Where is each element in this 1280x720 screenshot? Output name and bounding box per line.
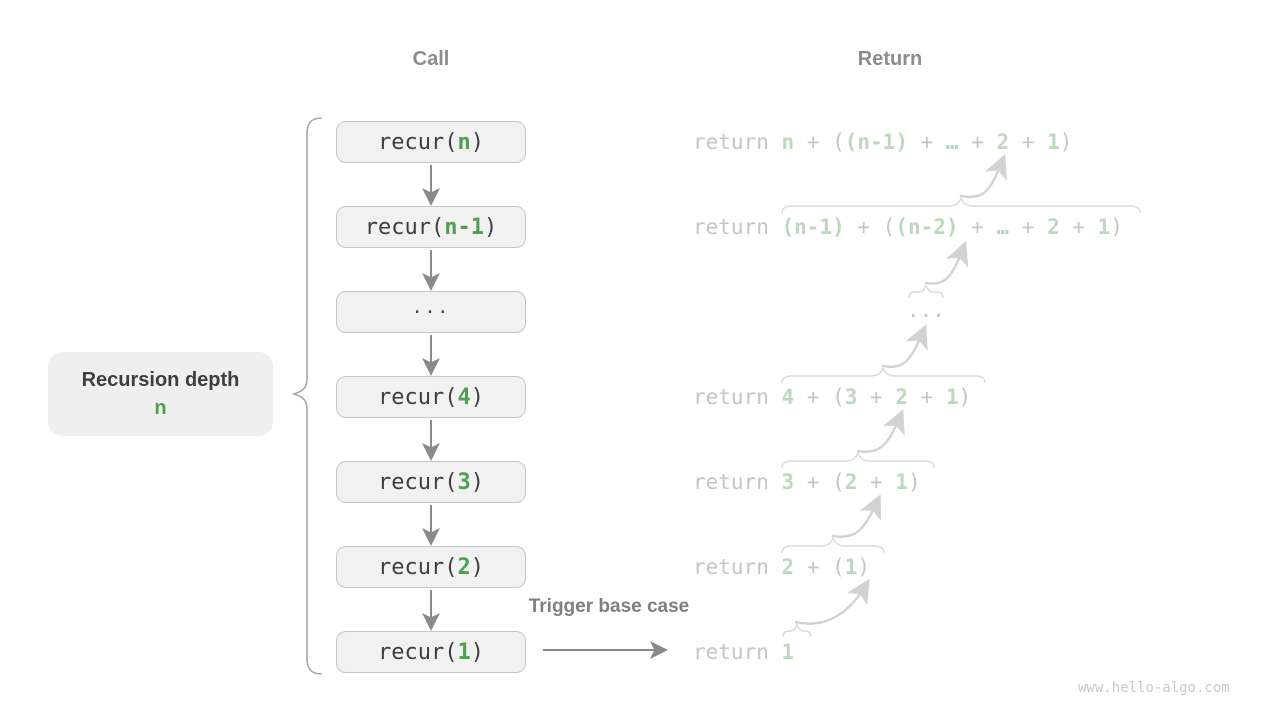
call-column-header: Call <box>412 48 450 70</box>
swoosh-arrow <box>881 324 928 368</box>
overbrace <box>782 621 812 638</box>
recursion-depth-title: Recursion depth <box>81 368 240 391</box>
return-line-1: return 1 <box>693 640 795 664</box>
recursion-depth-label: Recursion depth n <box>48 352 273 436</box>
swoosh-arrow <box>831 494 882 538</box>
overbrace <box>781 451 935 469</box>
return-line-4: return 4 + (3 + 2 + 1) <box>693 385 972 409</box>
call-box-recur-n-1: recur(n-1) <box>336 206 526 248</box>
recursion-depth-brace <box>291 117 323 675</box>
return-line-3: return 3 + (2 + 1) <box>693 470 921 494</box>
watermark: www.hello-algo.com <box>1078 680 1230 696</box>
overbrace <box>908 282 944 299</box>
recursion-depth-value: n <box>154 396 167 419</box>
return-line-2: return 2 + (1) <box>693 555 871 579</box>
call-box-recur-3: recur(3) <box>336 461 526 503</box>
call-box-recur-2: recur(2) <box>336 546 526 588</box>
overbrace <box>781 536 885 554</box>
return-line-n-1: return (n-1) + ((n-2) + … + 2 + 1) <box>693 215 1123 239</box>
call-box-recur-4: recur(4) <box>336 376 526 418</box>
swoosh-arrow <box>856 409 905 453</box>
return-line-ellipsis: ... <box>907 298 945 322</box>
overbraces <box>781 196 1141 638</box>
swoosh-arrow <box>794 578 870 625</box>
call-box-recur-1: recur(1) <box>336 631 526 673</box>
call-box-ellipsis: ... <box>336 291 526 333</box>
trigger-base-case-label: Trigger base case <box>528 596 690 617</box>
return-column-header: Return <box>857 48 923 70</box>
swoosh-arrow <box>924 240 969 285</box>
call-box-recur-n: recur(n) <box>336 121 526 163</box>
return-line-n: return n + ((n-1) + … + 2 + 1) <box>693 130 1073 154</box>
return-arrows <box>794 154 1007 625</box>
swoosh-arrow <box>959 154 1007 199</box>
overbrace <box>781 196 1141 214</box>
overbrace <box>781 366 986 384</box>
